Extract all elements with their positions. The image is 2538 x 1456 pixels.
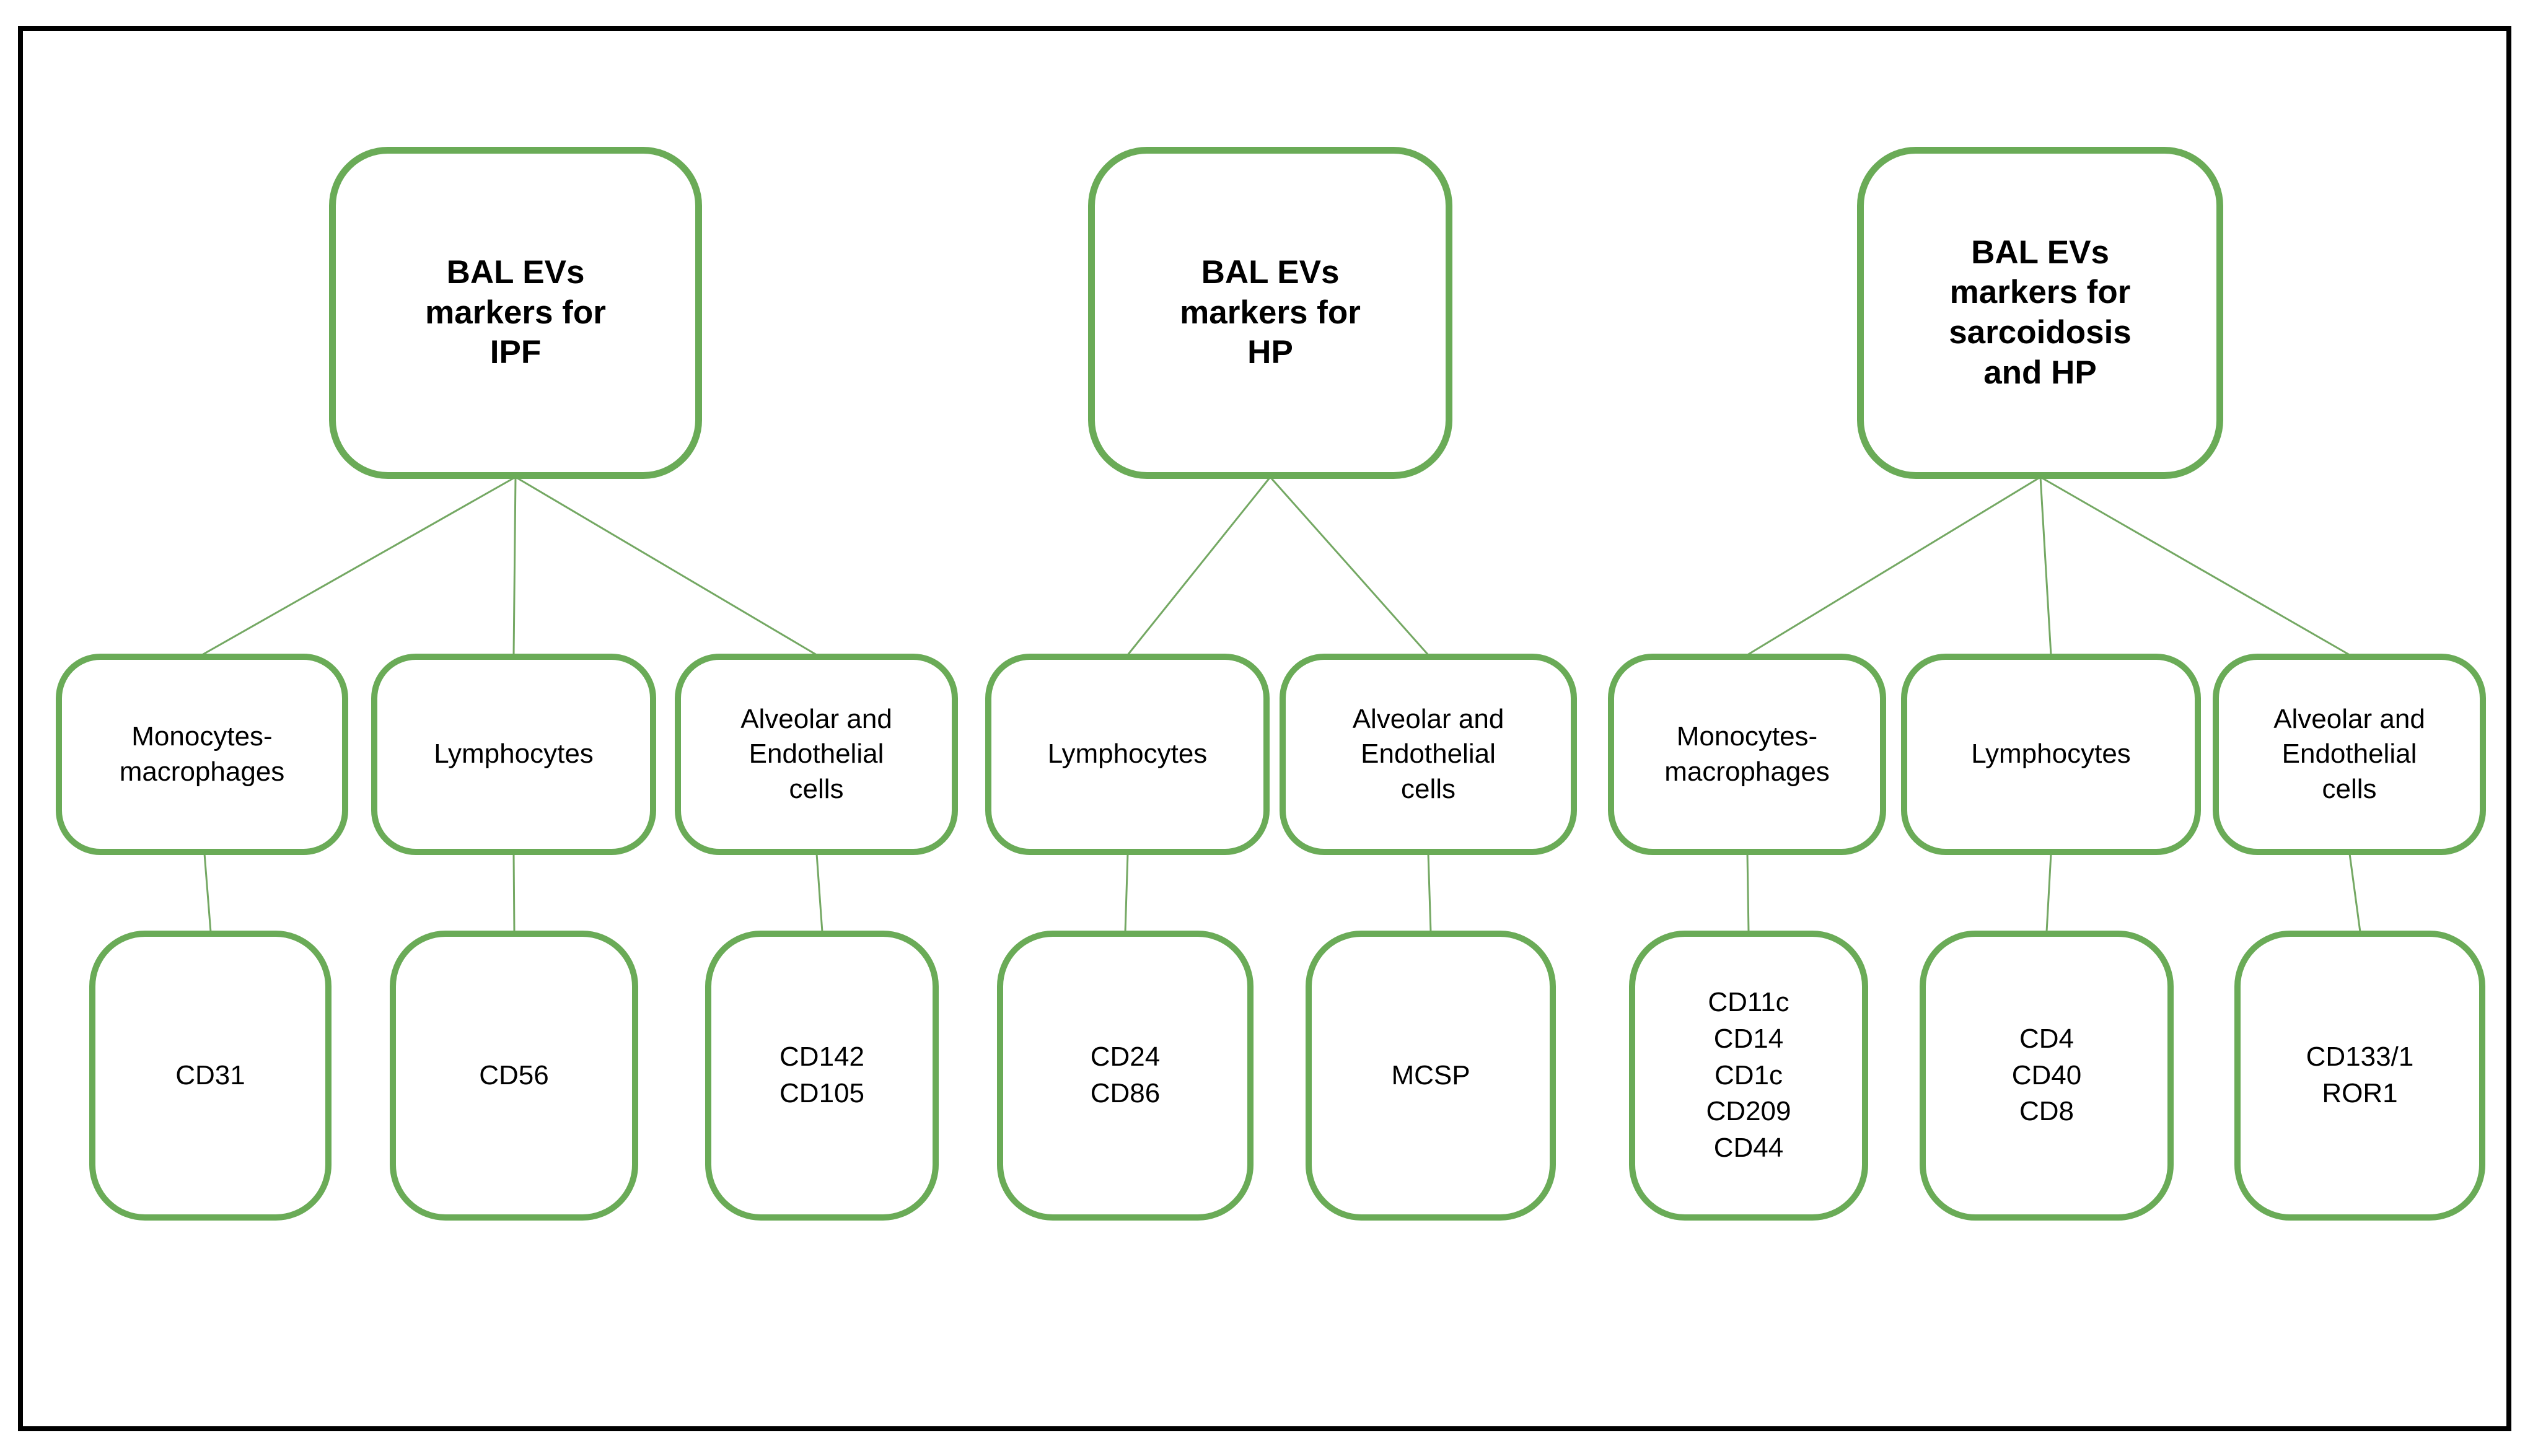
root-box-ipf: BAL EVs markers for IPF [329,147,702,479]
cell-box-label: Lymphocytes [1971,739,2131,770]
marker-box-label: CD24 CD86 [1090,1042,1161,1108]
marker-box-label: CD4 CD40 CD8 [2011,1023,2082,1127]
cell-box-label: Lymphocytes [434,739,594,770]
root-box-ipf-label: BAL EVs markers for IPF [425,254,606,371]
cell-box-sarc-hp-monocytes-macrophages: Monocytes- macrophages [1608,654,1886,855]
connector-root-to-cell [512,476,517,656]
marker-box-cd56: CD56 [390,931,638,1221]
connector-root-to-cell [2040,476,2350,656]
marker-box-label: CD31 [175,1059,245,1090]
connector-root-to-cell [1269,476,1429,656]
cell-box-ipf-alveolar-endothelial: Alveolar and Endothelial cells [675,654,958,855]
connector-root-to-cell [2039,476,2052,656]
marker-box-label: MCSP [1391,1059,1470,1090]
cell-box-label: Alveolar and Endothelial cells [740,704,892,804]
marker-box-label: CD56 [479,1059,549,1090]
root-box-hp: BAL EVs markers for HP [1088,147,1452,479]
marker-box-cd4-cd40-cd8: CD4 CD40 CD8 [1920,931,2174,1221]
cell-box-sarc-hp-alveolar-endothelial: Alveolar and Endothelial cells [2213,654,2486,855]
cell-box-hp-lymphocytes: Lymphocytes [985,654,1270,855]
marker-box-label: CD11c CD14 CD1c CD209 CD44 [1706,986,1791,1164]
marker-box-cd31: CD31 [89,931,332,1221]
marker-box-label: CD133/1 ROR1 [2306,1042,2414,1108]
cell-box-label: Monocytes- macrophages [119,721,285,787]
marker-box-mcsp: MCSP [1306,931,1556,1221]
root-box-hp-label: BAL EVs markers for HP [1180,254,1361,371]
marker-box-cd11c-cd14-cd1c-cd209-cd44: CD11c CD14 CD1c CD209 CD44 [1629,931,1868,1221]
connector-root-to-cell [1126,476,1271,656]
marker-box-cd142-cd105: CD142 CD105 [705,931,939,1221]
connector-cell-to-marker [1427,853,1432,932]
connector-cell-to-marker [1124,853,1129,932]
root-box-sarcoidosis-hp-label: BAL EVs markers for sarcoidosis and HP [1949,234,2132,391]
connector-root-to-cell [515,476,817,656]
cell-box-ipf-monocytes-macrophages: Monocytes- macrophages [56,654,348,855]
diagram-border [18,26,2511,1431]
cell-box-label: Monocytes- macrophages [1664,721,1830,787]
connector-root-to-cell [201,476,516,656]
cell-box-sarc-hp-lymphocytes: Lymphocytes [1901,654,2201,855]
marker-box-cd24-cd86: CD24 CD86 [997,931,1254,1221]
cell-box-label: Alveolar and Endothelial cells [2273,704,2425,804]
connector-cell-to-marker [203,853,212,932]
connector-cell-to-marker [2045,853,2052,932]
connector-cell-to-marker [2348,853,2361,932]
connector-cell-to-marker [1746,853,1750,932]
marker-box-label: CD142 CD105 [779,1042,864,1108]
root-box-sarcoidosis-hp: BAL EVs markers for sarcoidosis and HP [1857,147,2223,479]
marker-box-cd133-ror1: CD133/1 ROR1 [2234,931,2485,1221]
connector-root-to-cell [1747,476,2041,656]
cell-box-label: Alveolar and Endothelial cells [1352,704,1504,804]
connector-cell-to-marker [815,853,823,932]
cell-box-label: Lymphocytes [1047,739,1208,770]
cell-box-ipf-lymphocytes: Lymphocytes [371,654,656,855]
cell-box-hp-alveolar-endothelial: Alveolar and Endothelial cells [1280,654,1577,855]
